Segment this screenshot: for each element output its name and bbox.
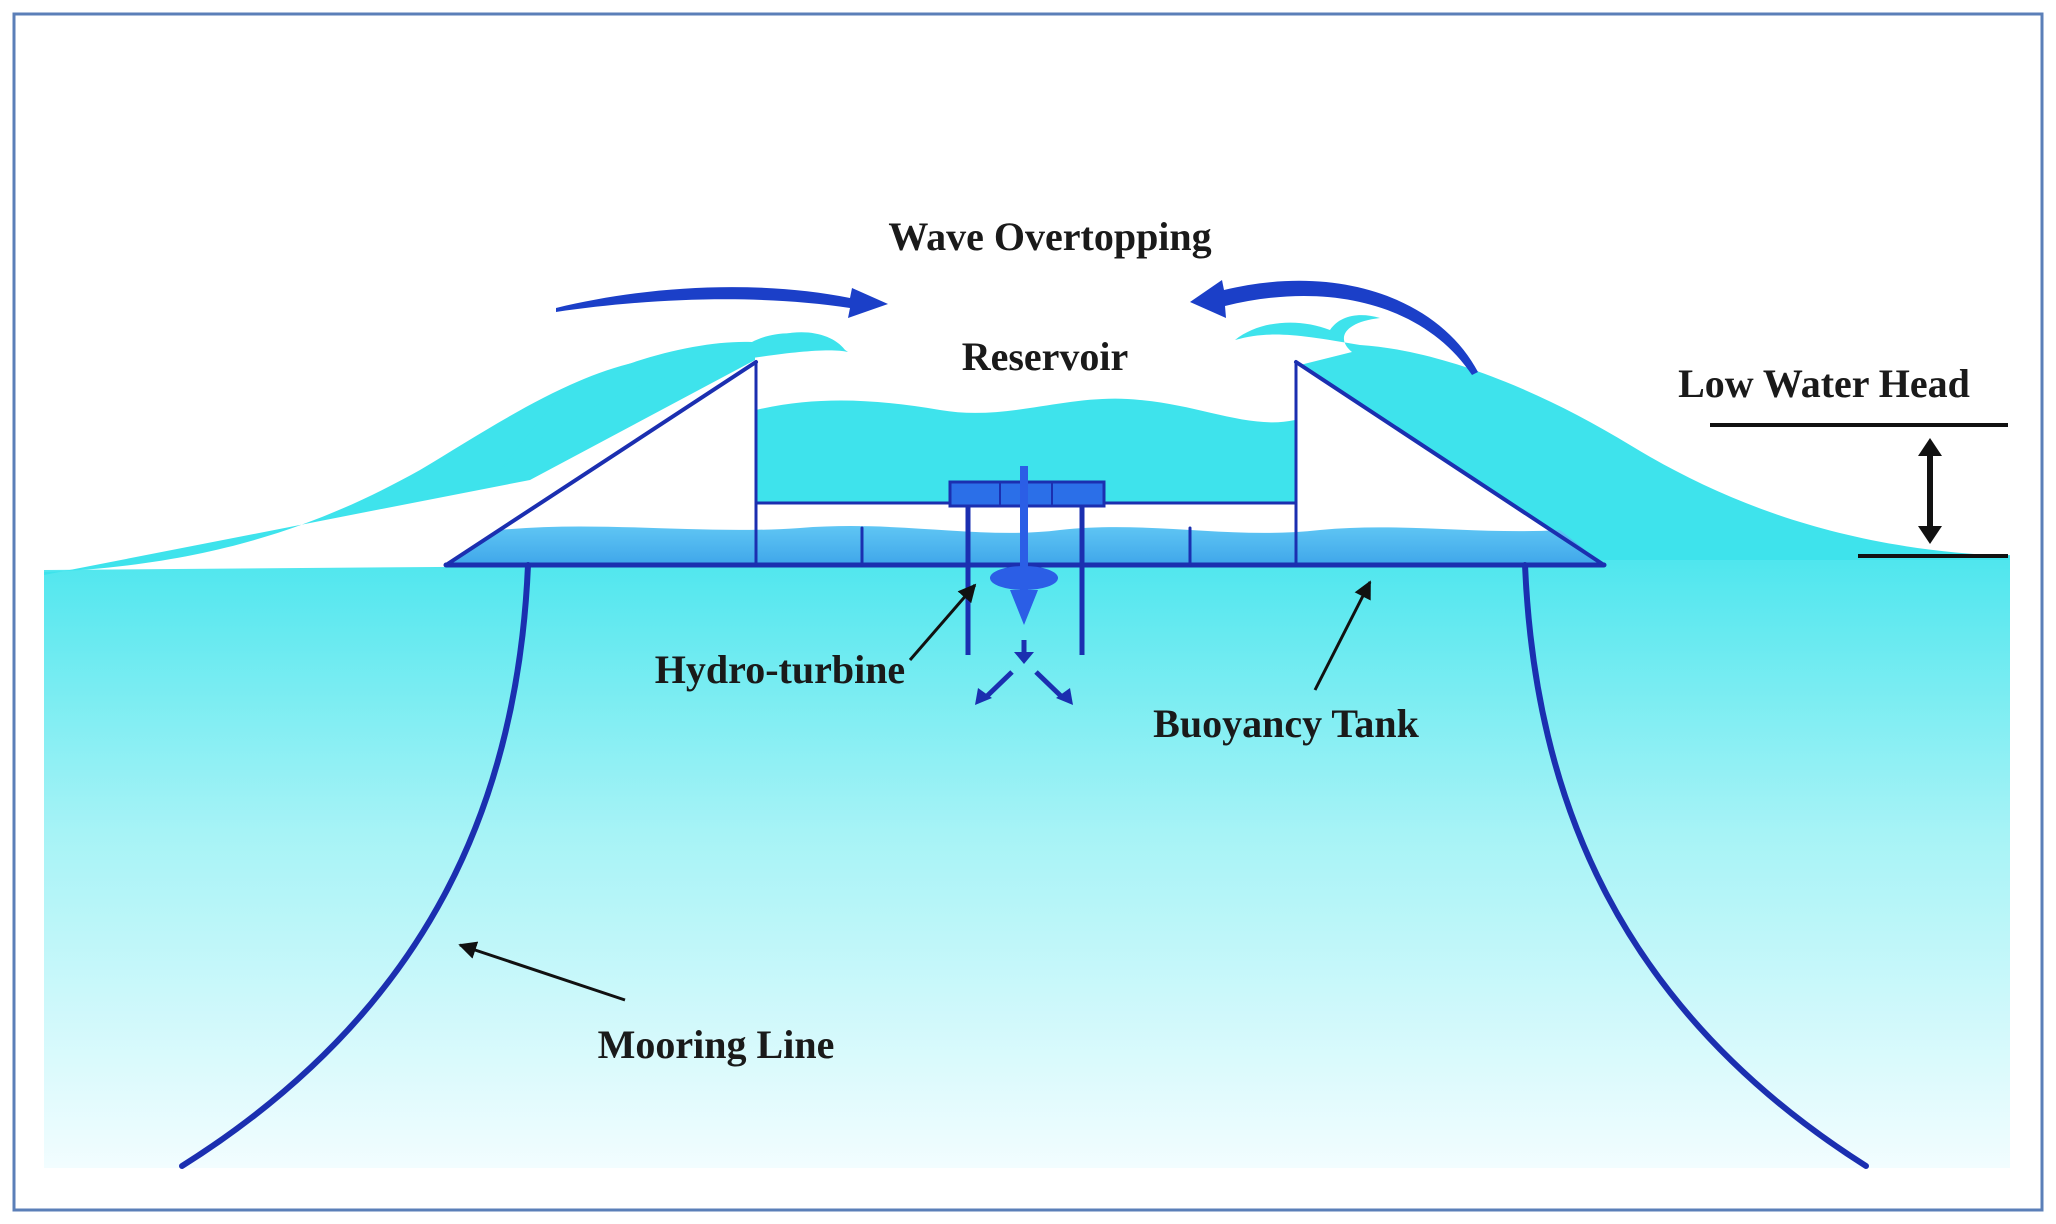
- low-water-head-marker: [1710, 423, 2008, 558]
- wave-overtopping-label: Wave Overtopping: [888, 214, 1211, 259]
- hydro-turbine-pointer: [908, 583, 977, 661]
- left-mooring-line: [179, 562, 531, 1169]
- left-overtopping-arrow: [556, 287, 888, 318]
- right-overtopping-arrow: [1190, 280, 1478, 375]
- left-wave-tip: [500, 333, 848, 470]
- sea-body: [44, 555, 2010, 1168]
- reservoir-water: [756, 398, 1295, 502]
- reservoir-label: Reservoir: [962, 334, 1129, 379]
- buoyancy-tank-label: Buoyancy Tank: [1153, 701, 1419, 746]
- turbine-outflow-arrows: [975, 640, 1073, 705]
- right-wave-crest: [1235, 315, 2010, 560]
- hydro-turbine-label: Hydro-turbine: [655, 647, 905, 692]
- buoyancy-tank-pointer: [1313, 580, 1372, 691]
- left-wave-crest: [44, 332, 845, 575]
- mooring-line-pointer: [458, 941, 626, 1002]
- right-mooring-line: [1522, 562, 1869, 1169]
- turbine-housing: [948, 466, 1106, 655]
- low-water-head-label: Low Water Head: [1678, 361, 1970, 406]
- mooring-line-label: Mooring Line: [598, 1022, 835, 1067]
